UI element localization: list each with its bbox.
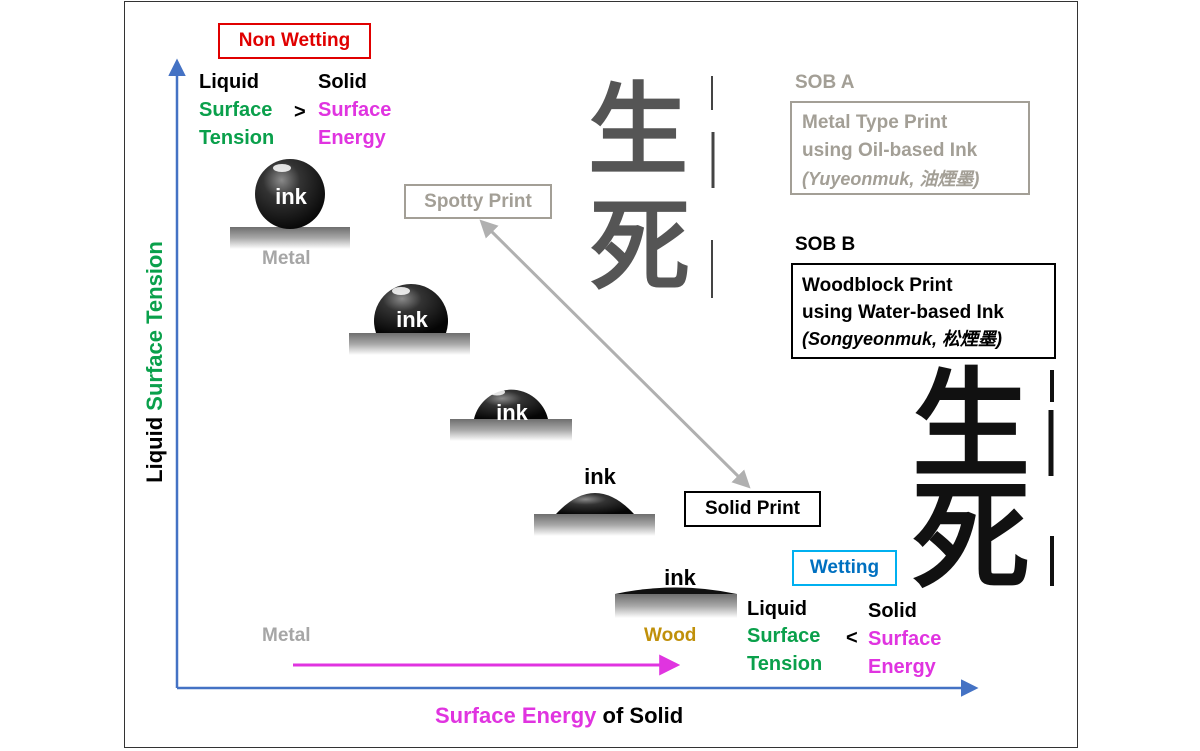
nw-operator: >	[294, 101, 306, 123]
substrate-5	[615, 594, 737, 618]
w-operator: <	[846, 627, 858, 649]
solid-print-box: Solid Print	[684, 491, 821, 527]
w-solid-line2: Energy	[868, 656, 936, 678]
w-liquid-line1: Surface	[747, 625, 821, 647]
sob-b-box: Woodblock Print using Water-based Ink (S…	[791, 263, 1056, 359]
x-axis-title: Surface Energy of Solid	[435, 703, 683, 729]
non-wetting-box: Non Wetting	[218, 23, 371, 59]
wood-label: Wood	[644, 625, 697, 646]
nw-solid-line1: Surface	[318, 99, 392, 121]
sob-a-calligraphy-char2: 死	[590, 187, 690, 305]
sob-a-line3: (Yuyeonmuk, 油煙墨)	[802, 169, 980, 189]
ink-droplet-3: ink	[474, 388, 548, 425]
ink-label-5: ink	[664, 565, 697, 590]
non-wetting-title: Non Wetting	[238, 30, 351, 51]
ink-droplet-4: ink	[556, 464, 634, 514]
y-axis-title-part1: Liquid	[142, 416, 167, 483]
sob-b-calligraphy-char1: 生	[912, 355, 1031, 494]
ink-droplet-5: ink	[615, 565, 737, 594]
sob-b-line2: using Water-based Ink	[802, 302, 1004, 323]
substrate-2	[349, 333, 470, 355]
sob-a-column-marks	[711, 76, 715, 298]
sob-a-line1: Metal Type Print	[802, 112, 948, 133]
sob-b-column-marks	[1048, 370, 1054, 586]
x-axis-title-part2: of Solid	[602, 703, 684, 728]
sob-b-line3: (Songyeonmuk, 松煙墨)	[802, 329, 1003, 349]
substrate-1	[230, 227, 350, 249]
w-liquid-label: Liquid	[747, 598, 807, 620]
ink-label-1: ink	[275, 184, 308, 209]
figure-frame	[124, 1, 1078, 748]
nw-solid-label: Solid	[318, 71, 367, 93]
wetting-title: Wetting	[809, 557, 880, 578]
w-solid-line1: Surface	[868, 628, 942, 650]
nw-liquid-label: Liquid	[199, 71, 259, 93]
nw-liquid-line1: Surface	[199, 99, 273, 121]
sob-a-calligraphy-char1: 生	[588, 71, 688, 189]
nw-liquid-line2: Tension	[199, 127, 275, 149]
metal-label-top: Metal	[262, 248, 311, 269]
sob-b-calligraphy-char2: 死	[912, 467, 1031, 606]
w-solid-label: Solid	[868, 600, 917, 622]
ink-label-3: ink	[496, 400, 529, 425]
print-quality-arrow	[479, 219, 751, 489]
y-axis-title-part2: Surface Tension	[142, 241, 167, 411]
substrate-3	[450, 419, 572, 441]
spotty-print-box: Spotty Print	[404, 184, 552, 219]
metal-label-bottom: Metal	[262, 625, 311, 646]
sob-b-line1: Woodblock Print	[802, 275, 953, 296]
spotty-print-label: Spotty Print	[424, 191, 532, 212]
solid-print-label: Solid Print	[705, 498, 800, 519]
wetting-box: Wetting	[792, 550, 897, 586]
sob-a-title: SOB A	[795, 72, 855, 93]
ink-label-2: ink	[396, 307, 429, 332]
x-axis-title-part1: Surface Energy	[435, 703, 597, 728]
substrate-4	[534, 514, 655, 536]
w-liquid-line2: Tension	[747, 653, 823, 675]
nw-solid-line2: Energy	[318, 127, 386, 149]
ink-droplet-2: ink	[373, 284, 448, 333]
sob-a-line2: using Oil-based Ink	[802, 140, 978, 161]
ink-droplet-1: ink	[255, 159, 325, 229]
y-axis-title: Liquid Surface Tension	[142, 241, 168, 483]
sob-b-title: SOB B	[795, 234, 856, 255]
ink-label-4: ink	[584, 464, 617, 489]
sob-a-box: Metal Type Print using Oil-based Ink (Yu…	[790, 101, 1030, 195]
